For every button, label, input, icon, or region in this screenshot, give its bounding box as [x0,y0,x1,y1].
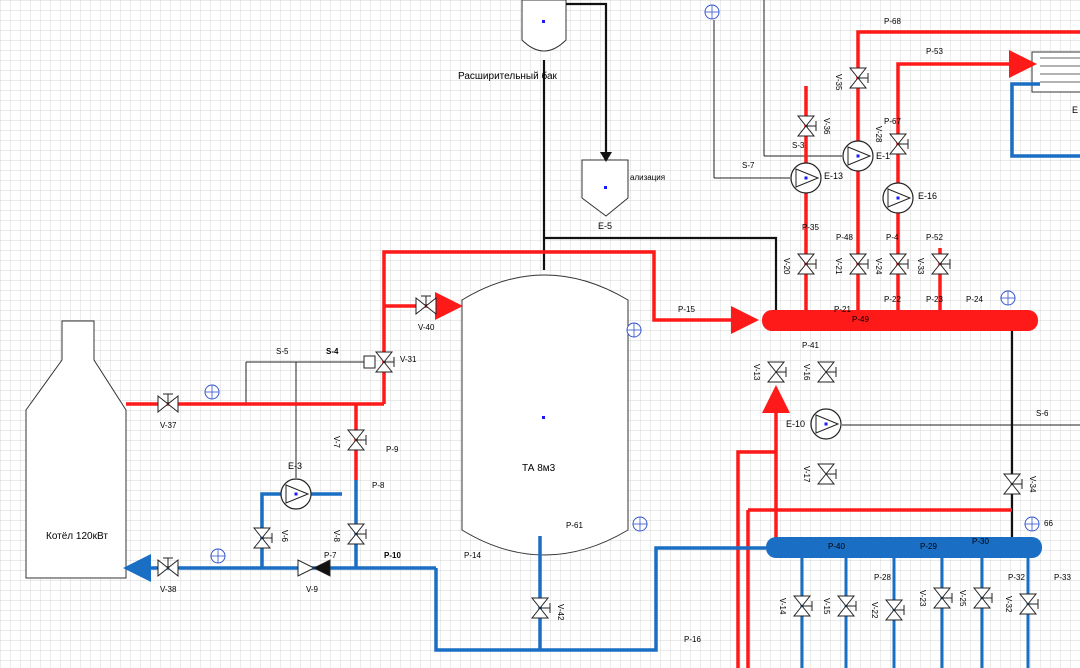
e5-label: E-5 [598,221,613,231]
p68-label: P-68 [884,17,901,26]
return-header[interactable] [766,537,1042,558]
p14-label: P-14 [464,551,481,560]
v25-label: V-25 [958,590,967,607]
v13-label: V-13 [752,364,761,381]
p49-label: P-49 [852,315,869,324]
p22-label: P-22 [884,295,901,304]
e16-label: E-16 [918,191,938,201]
tank-label: ТА 8м3 [522,463,556,474]
s6-label: S-6 [1036,409,1049,418]
p29-label: P-29 [920,542,937,551]
pump-e16[interactable] [882,182,914,214]
p67-label: P-67 [884,117,901,126]
gauge-supply-header[interactable] [1000,290,1016,306]
v20-label: V-20 [782,258,791,275]
p24-label: P-24 [966,295,983,304]
e3-label: E-3 [288,461,303,471]
p35-label: P-35 [802,223,819,232]
v7-label: V-7 [332,436,341,449]
actuator-box[interactable] [363,355,376,369]
check-valve-v9[interactable] [297,559,331,577]
v31-label: V-31 [400,355,417,364]
expansion-tank[interactable] [521,0,567,52]
gauge-boiler-return[interactable] [210,548,226,564]
pump-e1[interactable] [842,140,874,172]
v16-label: V-16 [802,364,811,381]
e13-label: E-13 [824,171,844,181]
p23-label: P-23 [926,295,943,304]
gauge-return-header[interactable] [1024,516,1040,532]
v40-label: V-40 [418,323,435,332]
v38-label: V-38 [160,585,177,594]
v24-label: V-24 [874,258,883,275]
p52-label: P-52 [926,233,943,242]
s3-label: S-3 [792,141,805,150]
drain-vessel[interactable] [581,159,629,217]
supply-header[interactable] [762,310,1038,331]
p61-label: P-61 [566,521,583,530]
p4-label: P-4 [886,233,899,242]
gauge-top[interactable] [704,4,720,20]
v42-label: V-42 [556,604,565,621]
p30-label: P-30 [972,537,989,546]
p8-label: P-8 [372,481,385,490]
v37-label: V-37 [160,421,177,430]
p33-label: P-33 [1054,573,1071,582]
p66-label: 66 [1044,519,1053,528]
v32-label: V-32 [1004,596,1013,613]
e-edge-label: E [1072,105,1079,115]
p15-label: P-15 [678,305,695,314]
v34-label: V-34 [1028,476,1037,493]
v23-label: V-23 [918,590,927,607]
p53-label: P-53 [926,47,943,56]
v6-label: V-6 [280,530,289,543]
p48-label: P-48 [836,233,853,242]
p41-label: P-41 [802,341,819,350]
p9-label: P-9 [386,445,399,454]
v35-label: V-35 [834,74,843,91]
expansion-tank-label: Расширительный бак [458,71,557,82]
s5-label: S-5 [276,347,289,356]
v28-label: V-28 [874,126,883,143]
v14-label: V-14 [778,598,787,615]
e10-label: E-10 [786,419,806,429]
pump-e10[interactable] [810,408,842,440]
v15-label: V-15 [822,598,831,615]
p28-label: P-28 [874,573,891,582]
drain-label: ализация [630,173,666,182]
v33-label: V-33 [916,258,925,275]
gauge-tank-bottom[interactable] [632,516,648,532]
p10-label: P-10 [384,551,401,560]
s4-label: S-4 [326,347,339,356]
gauge-boiler-supply[interactable] [204,384,220,400]
s7-label: S-7 [742,161,755,170]
p40-label: P-40 [828,542,845,551]
p7-label: P-7 [324,551,337,560]
boiler-label: Котёл 120кВт [46,531,108,542]
heat-exchanger[interactable] [1031,51,1080,93]
drain-arrow [600,152,612,162]
p32-label: P-32 [1008,573,1025,582]
v22-label: V-22 [870,602,879,619]
e1-label: E-1 [876,151,891,161]
v21-label: V-21 [834,258,843,275]
v8-label: V-8 [332,530,341,543]
p16-label: P-16 [684,635,701,644]
v17-label: V-17 [802,466,811,483]
gauge-tank-top[interactable] [626,322,642,338]
signal-lines [245,0,1080,478]
expansion-lines [542,2,1014,540]
v36-label: V-36 [822,118,831,135]
pump-e13[interactable] [790,162,822,194]
v9-label: V-9 [306,585,319,594]
p21-label: P-21 [834,305,851,314]
storage-tank[interactable] [461,274,629,556]
pump-e3[interactable] [280,478,312,510]
